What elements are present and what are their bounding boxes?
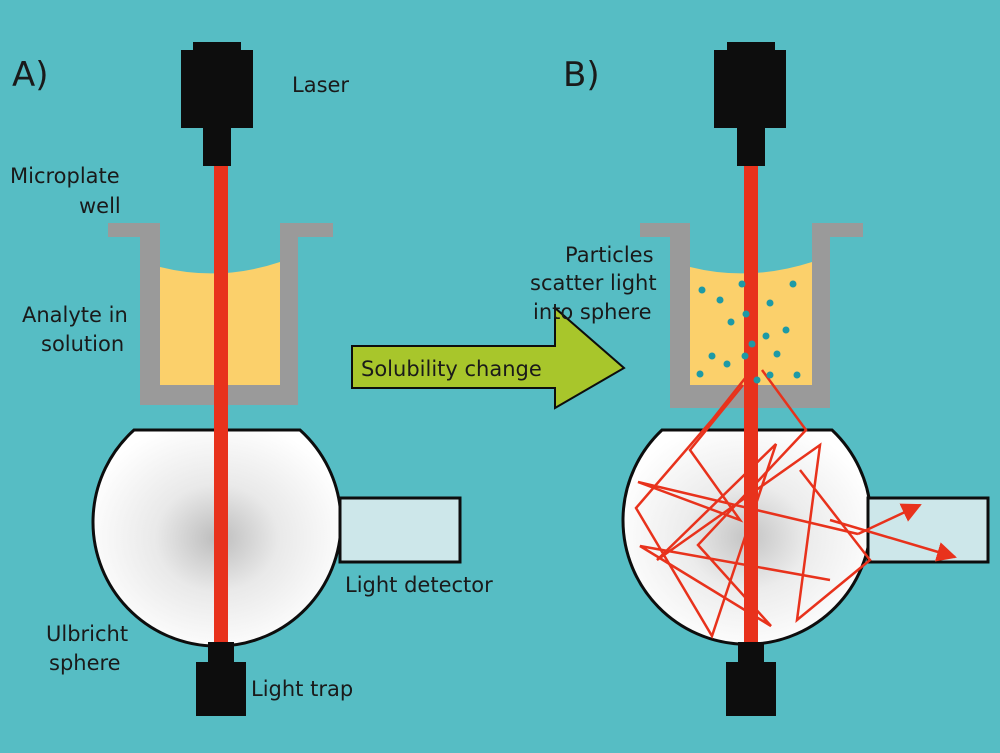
light-detector-label: Light detector [345, 573, 493, 597]
particles [696, 280, 801, 384]
analyte-label-2: solution [41, 332, 124, 356]
solubility-change-arrow: Solubility change [351, 305, 626, 410]
laser-device-b [714, 42, 786, 166]
scattered-ray-arrow-1 [857, 503, 922, 536]
ulbricht-label-1: Ulbricht [46, 622, 128, 646]
light-trap-device [196, 642, 246, 716]
particles-label-1: Particles [565, 243, 654, 267]
laser-beam-a [214, 166, 228, 642]
solubility-change-label: Solubility change [361, 357, 542, 381]
ulbricht-label-2: sphere [49, 651, 121, 675]
panel-a: A) Laser Microplate well Analyte in solu… [10, 42, 493, 716]
light-detector-b [866, 496, 990, 564]
light-trap-device-b [726, 642, 776, 716]
analyte-label-1: Analyte in [22, 303, 128, 327]
microplate-well [108, 223, 333, 405]
scattered-ray-arrow-2 [829, 518, 957, 562]
microplate-well-b [640, 223, 863, 408]
scattered-light-rays [634, 369, 872, 639]
particles-label-2: scatter light [530, 271, 657, 295]
panel-b-letter: B) [563, 55, 600, 95]
particles-label-3: into sphere [533, 300, 652, 324]
laser-beam-b [744, 166, 758, 642]
panel-a-letter: A) [12, 55, 49, 95]
light-detector-a [338, 496, 462, 564]
microplate-label-2: well [79, 194, 121, 218]
light-trap-label: Light trap [251, 677, 353, 701]
laser-device [181, 42, 253, 166]
panel-b: B) [530, 42, 990, 716]
microplate-label-1: Microplate [10, 164, 120, 188]
laser-label: Laser [292, 73, 349, 97]
